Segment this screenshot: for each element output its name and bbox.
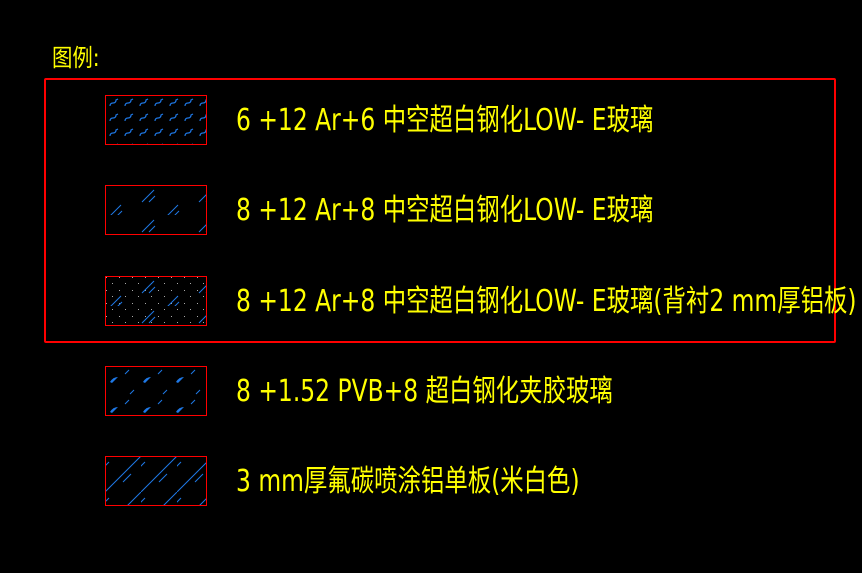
aluminum-panel-swatch (105, 456, 207, 506)
glass-swatch (105, 185, 207, 235)
legend-item: 3 mm厚氟碳喷涂铝单板(米白色) (0, 456, 862, 508)
wave-glass-swatch (105, 95, 207, 145)
legend-label: 8 +1.52 PVB+8 超白钢化夹胶玻璃 (236, 374, 613, 409)
legend-item: 6 +12 Ar+6 中空超白钢化LOW- E玻璃 (0, 95, 862, 147)
laminated-glass-swatch (105, 366, 207, 416)
glass-aluminum-swatch (105, 276, 207, 326)
legend-label: 3 mm厚氟碳喷涂铝单板(米白色) (236, 464, 580, 499)
legend-label: 8 +12 Ar+8 中空超白钢化LOW- E玻璃 (236, 193, 654, 228)
legend-item: 8 +1.52 PVB+8 超白钢化夹胶玻璃 (0, 366, 862, 418)
legend-label: 8 +12 Ar+8 中空超白钢化LOW- E玻璃(背衬2 mm厚铝板) (236, 284, 857, 319)
legend-item: 8 +12 Ar+8 中空超白钢化LOW- E玻璃 (0, 185, 862, 237)
legend-item: 8 +12 Ar+8 中空超白钢化LOW- E玻璃(背衬2 mm厚铝板) (0, 276, 862, 328)
highlight-frame (44, 78, 836, 343)
legend-label: 6 +12 Ar+6 中空超白钢化LOW- E玻璃 (236, 103, 654, 138)
legend-title: 图例: (52, 44, 100, 72)
